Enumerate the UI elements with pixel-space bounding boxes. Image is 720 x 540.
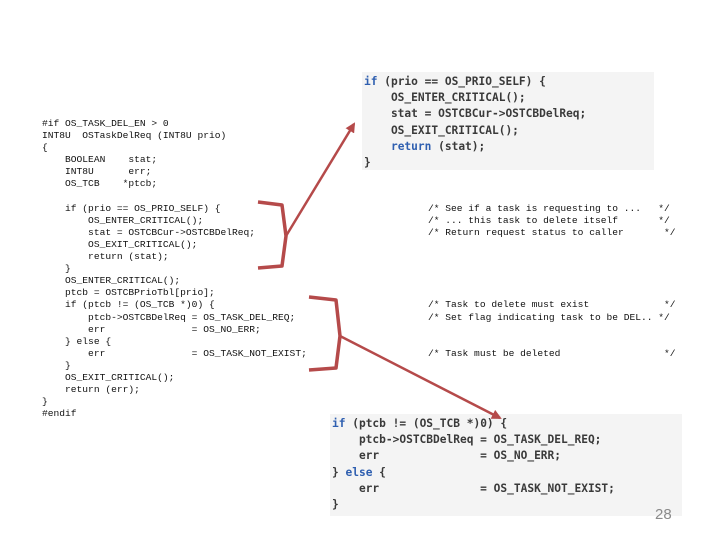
code-comment: /* See if a task is requesting to ... */	[428, 202, 670, 214]
code-text: stat = OSTCBCur->OSTCBDelReq;	[42, 226, 256, 238]
code-line: }	[42, 360, 682, 372]
zoomed-code-line: }	[364, 155, 371, 169]
code-text: BOOLEAN stat;	[42, 154, 158, 166]
code-comment: /* Task must be deleted */	[428, 347, 676, 359]
zoomed-code-line: err = OS_NO_ERR;	[332, 449, 562, 463]
code-line: BOOLEAN stat;	[42, 154, 682, 166]
code-comment: /* Return request status to caller */	[428, 226, 676, 238]
zoomed-code-line: }	[332, 497, 339, 511]
code-text: }	[42, 263, 71, 275]
code-text: OS_ENTER_CRITICAL();	[42, 275, 181, 287]
zoomed-code-line: return (stat);	[390, 139, 486, 153]
code-line: ptcb = OSTCBPrioTbl[prio];	[42, 287, 682, 299]
code-line: } else {	[42, 336, 682, 348]
code-text: OS_ENTER_CRITICAL();	[42, 214, 204, 226]
zoomed-code-line: if (ptcb != (OS_TCB *)0) {	[332, 417, 508, 430]
code-line: OS_TCB *ptcb;	[42, 178, 682, 190]
code-line: INT8U OSTaskDelReq (INT8U prio)	[42, 130, 682, 142]
code-line: OS_EXIT_CRITICAL();	[42, 239, 682, 251]
code-text: } else {	[42, 335, 112, 347]
code-text: ptcb->OSTCBDelReq = OS_TASK_DEL_REQ;	[42, 311, 296, 323]
code-line: ptcb->OSTCBDelReq = OS_TASK_DEL_REQ; /* S…	[42, 312, 682, 324]
code-line: err = OS_NO_ERR;	[42, 324, 682, 336]
code-text: if (prio == OS_PRIO_SELF) {	[42, 202, 221, 214]
zoomed-code-line: OS_EXIT_CRITICAL();	[364, 123, 519, 137]
zoomed-code-line: if (prio == OS_PRIO_SELF) {	[364, 75, 546, 88]
code-line: OS_ENTER_CRITICAL();	[42, 275, 682, 287]
code-text: OS_EXIT_CRITICAL();	[42, 238, 198, 250]
code-text: return (stat);	[42, 251, 169, 263]
code-text: ptcb = OSTCBPrioTbl[prio];	[42, 287, 215, 299]
code-text: INT8U err;	[42, 166, 152, 178]
zoomed-code-line: OS_ENTER_CRITICAL();	[364, 91, 526, 105]
code-line	[42, 191, 682, 203]
zoomed-code-line: ptcb->OSTCBDelReq = OS_TASK_DEL_REQ;	[332, 433, 602, 447]
code-line: }	[42, 396, 682, 408]
code-line: err = OS_TASK_NOT_EXIST; /* Task must be …	[42, 348, 682, 360]
code-line: INT8U err;	[42, 166, 682, 178]
code-text: INT8U OSTaskDelReq (INT8U prio)	[42, 130, 227, 142]
code-line: #endif	[42, 408, 682, 420]
code-text: }	[42, 359, 71, 371]
zoomed-code-self-delete: if (prio == OS_PRIO_SELF) { OS_ENTER_CRI…	[362, 72, 654, 170]
page-number: 28	[655, 506, 672, 523]
zoomed-code-line: } else {	[332, 465, 386, 479]
code-text: OS_EXIT_CRITICAL();	[42, 371, 175, 383]
code-line: return (stat);	[42, 251, 682, 263]
code-line: OS_ENTER_CRITICAL(); /* ... this task to …	[42, 215, 682, 227]
zoomed-code-line: err = OS_TASK_NOT_EXIST;	[332, 481, 615, 495]
zoomed-code-line: stat = OSTCBCur->OSTCBDelReq;	[364, 107, 587, 121]
code-line: #if OS_TASK_DEL_EN > 0	[42, 118, 682, 130]
code-comment: /* Set flag indicating task to be DEL.. …	[428, 311, 670, 323]
code-line: return (err);	[42, 384, 682, 396]
code-text: }	[42, 396, 48, 408]
zoomed-code-delete-request: if (ptcb != (OS_TCB *)0) { ptcb->OSTCBDe…	[330, 414, 682, 516]
code-text: err = OS_TASK_NOT_EXIST;	[42, 347, 307, 359]
code-text: return (err);	[42, 384, 140, 396]
code-comment: /* ... this task to delete itself */	[428, 214, 670, 226]
code-line: OS_EXIT_CRITICAL();	[42, 372, 682, 384]
code-line: if (ptcb != (OS_TCB *)0) { /* Task to del…	[42, 299, 682, 311]
code-text: #endif	[42, 408, 77, 420]
code-line: stat = OSTCBCur->OSTCBDelReq; /* Return r…	[42, 227, 682, 239]
code-comment: /* Task to delete must exist */	[428, 299, 676, 311]
code-line: if (prio == OS_PRIO_SELF) { /* See if a t…	[42, 203, 682, 215]
code-text: {	[42, 142, 48, 154]
code-line: }	[42, 263, 682, 275]
code-text: if (ptcb != (OS_TCB *)0) {	[42, 299, 215, 311]
code-line: {	[42, 142, 682, 154]
code-text: #if OS_TASK_DEL_EN > 0	[42, 118, 169, 129]
code-text: OS_TCB *ptcb;	[42, 178, 158, 190]
code-text: err = OS_NO_ERR;	[42, 323, 261, 335]
